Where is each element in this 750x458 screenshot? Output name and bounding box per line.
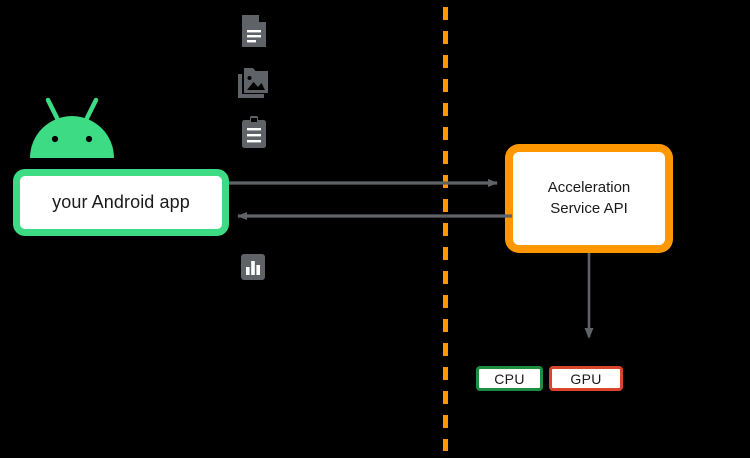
bar-chart-icon: [238, 252, 268, 282]
acceleration-service-api-node-inner: Acceleration Service API: [513, 152, 665, 245]
photos-icon-svg: [238, 68, 268, 98]
android-app-label: your Android app: [52, 192, 190, 212]
android-app-node-inner: your Android app: [20, 176, 222, 229]
clipboard-icon: [236, 114, 272, 150]
process-boundary-divider: [443, 7, 448, 451]
gpu-chip-label: GPU: [570, 370, 602, 387]
document-icon-svg: [242, 15, 266, 47]
api-label-line1: Acceleration: [547, 179, 631, 197]
android-app-node[interactable]: your Android app: [13, 169, 229, 236]
acceleration-service-api-node[interactable]: Acceleration Service API: [505, 144, 673, 253]
api-label-line2: Service API: [550, 199, 628, 217]
cpu-chip-label: CPU: [494, 370, 525, 387]
document-icon: [236, 13, 272, 49]
photos-icon: [236, 64, 272, 100]
android-robot-icon: [24, 96, 120, 168]
bar-chart-icon-svg: [241, 254, 265, 280]
cpu-chip[interactable]: CPU: [476, 366, 543, 391]
clipboard-icon-svg: [242, 116, 266, 148]
gpu-chip[interactable]: GPU: [549, 366, 623, 391]
android-robot-svg: [30, 97, 114, 158]
